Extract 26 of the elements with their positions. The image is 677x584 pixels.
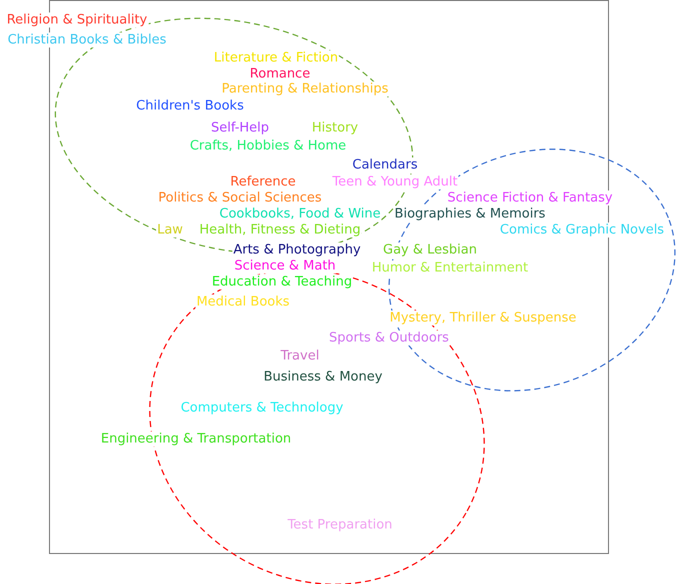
category-label: Self-Help — [210, 120, 270, 136]
category-label: Business & Money — [262, 370, 384, 384]
category-label: Engineering & Transportation — [100, 432, 292, 446]
category-label: Comics & Graphic Novels — [498, 222, 666, 238]
category-label: Mystery, Thriller & Suspense — [388, 310, 578, 326]
category-label: Arts & Photography — [232, 242, 362, 258]
category-label: Calendars — [351, 158, 419, 172]
category-label: Christian Books & Bibles — [6, 32, 168, 48]
category-label: Parenting & Relationships — [220, 82, 390, 96]
category-label: Biographies & Memoirs — [394, 206, 546, 222]
category-label: Computers & Technology — [180, 400, 344, 416]
category-label: Science Fiction & Fantasy — [446, 190, 614, 206]
category-label: Gay & Lesbian — [382, 242, 478, 258]
category-label: Crafts, Hobbies & Home — [188, 138, 348, 154]
category-label: Cookbooks, Food & Wine — [218, 206, 382, 222]
category-label: Health, Fitness & Dieting — [198, 222, 362, 238]
category-label: Humor & Entertainment — [370, 260, 530, 276]
category-label: Education & Teaching — [210, 274, 354, 290]
category-label: Science & Math — [233, 258, 337, 274]
category-label: Religion & Spirituality — [6, 12, 148, 28]
category-label: History — [310, 120, 360, 136]
category-label: Sports & Outdoors — [328, 330, 450, 346]
category-label: Teen & Young Adult — [331, 174, 459, 190]
category-label: Medical Books — [195, 294, 291, 310]
category-label: Test Preparation — [286, 518, 394, 532]
category-label: Law — [156, 222, 184, 238]
